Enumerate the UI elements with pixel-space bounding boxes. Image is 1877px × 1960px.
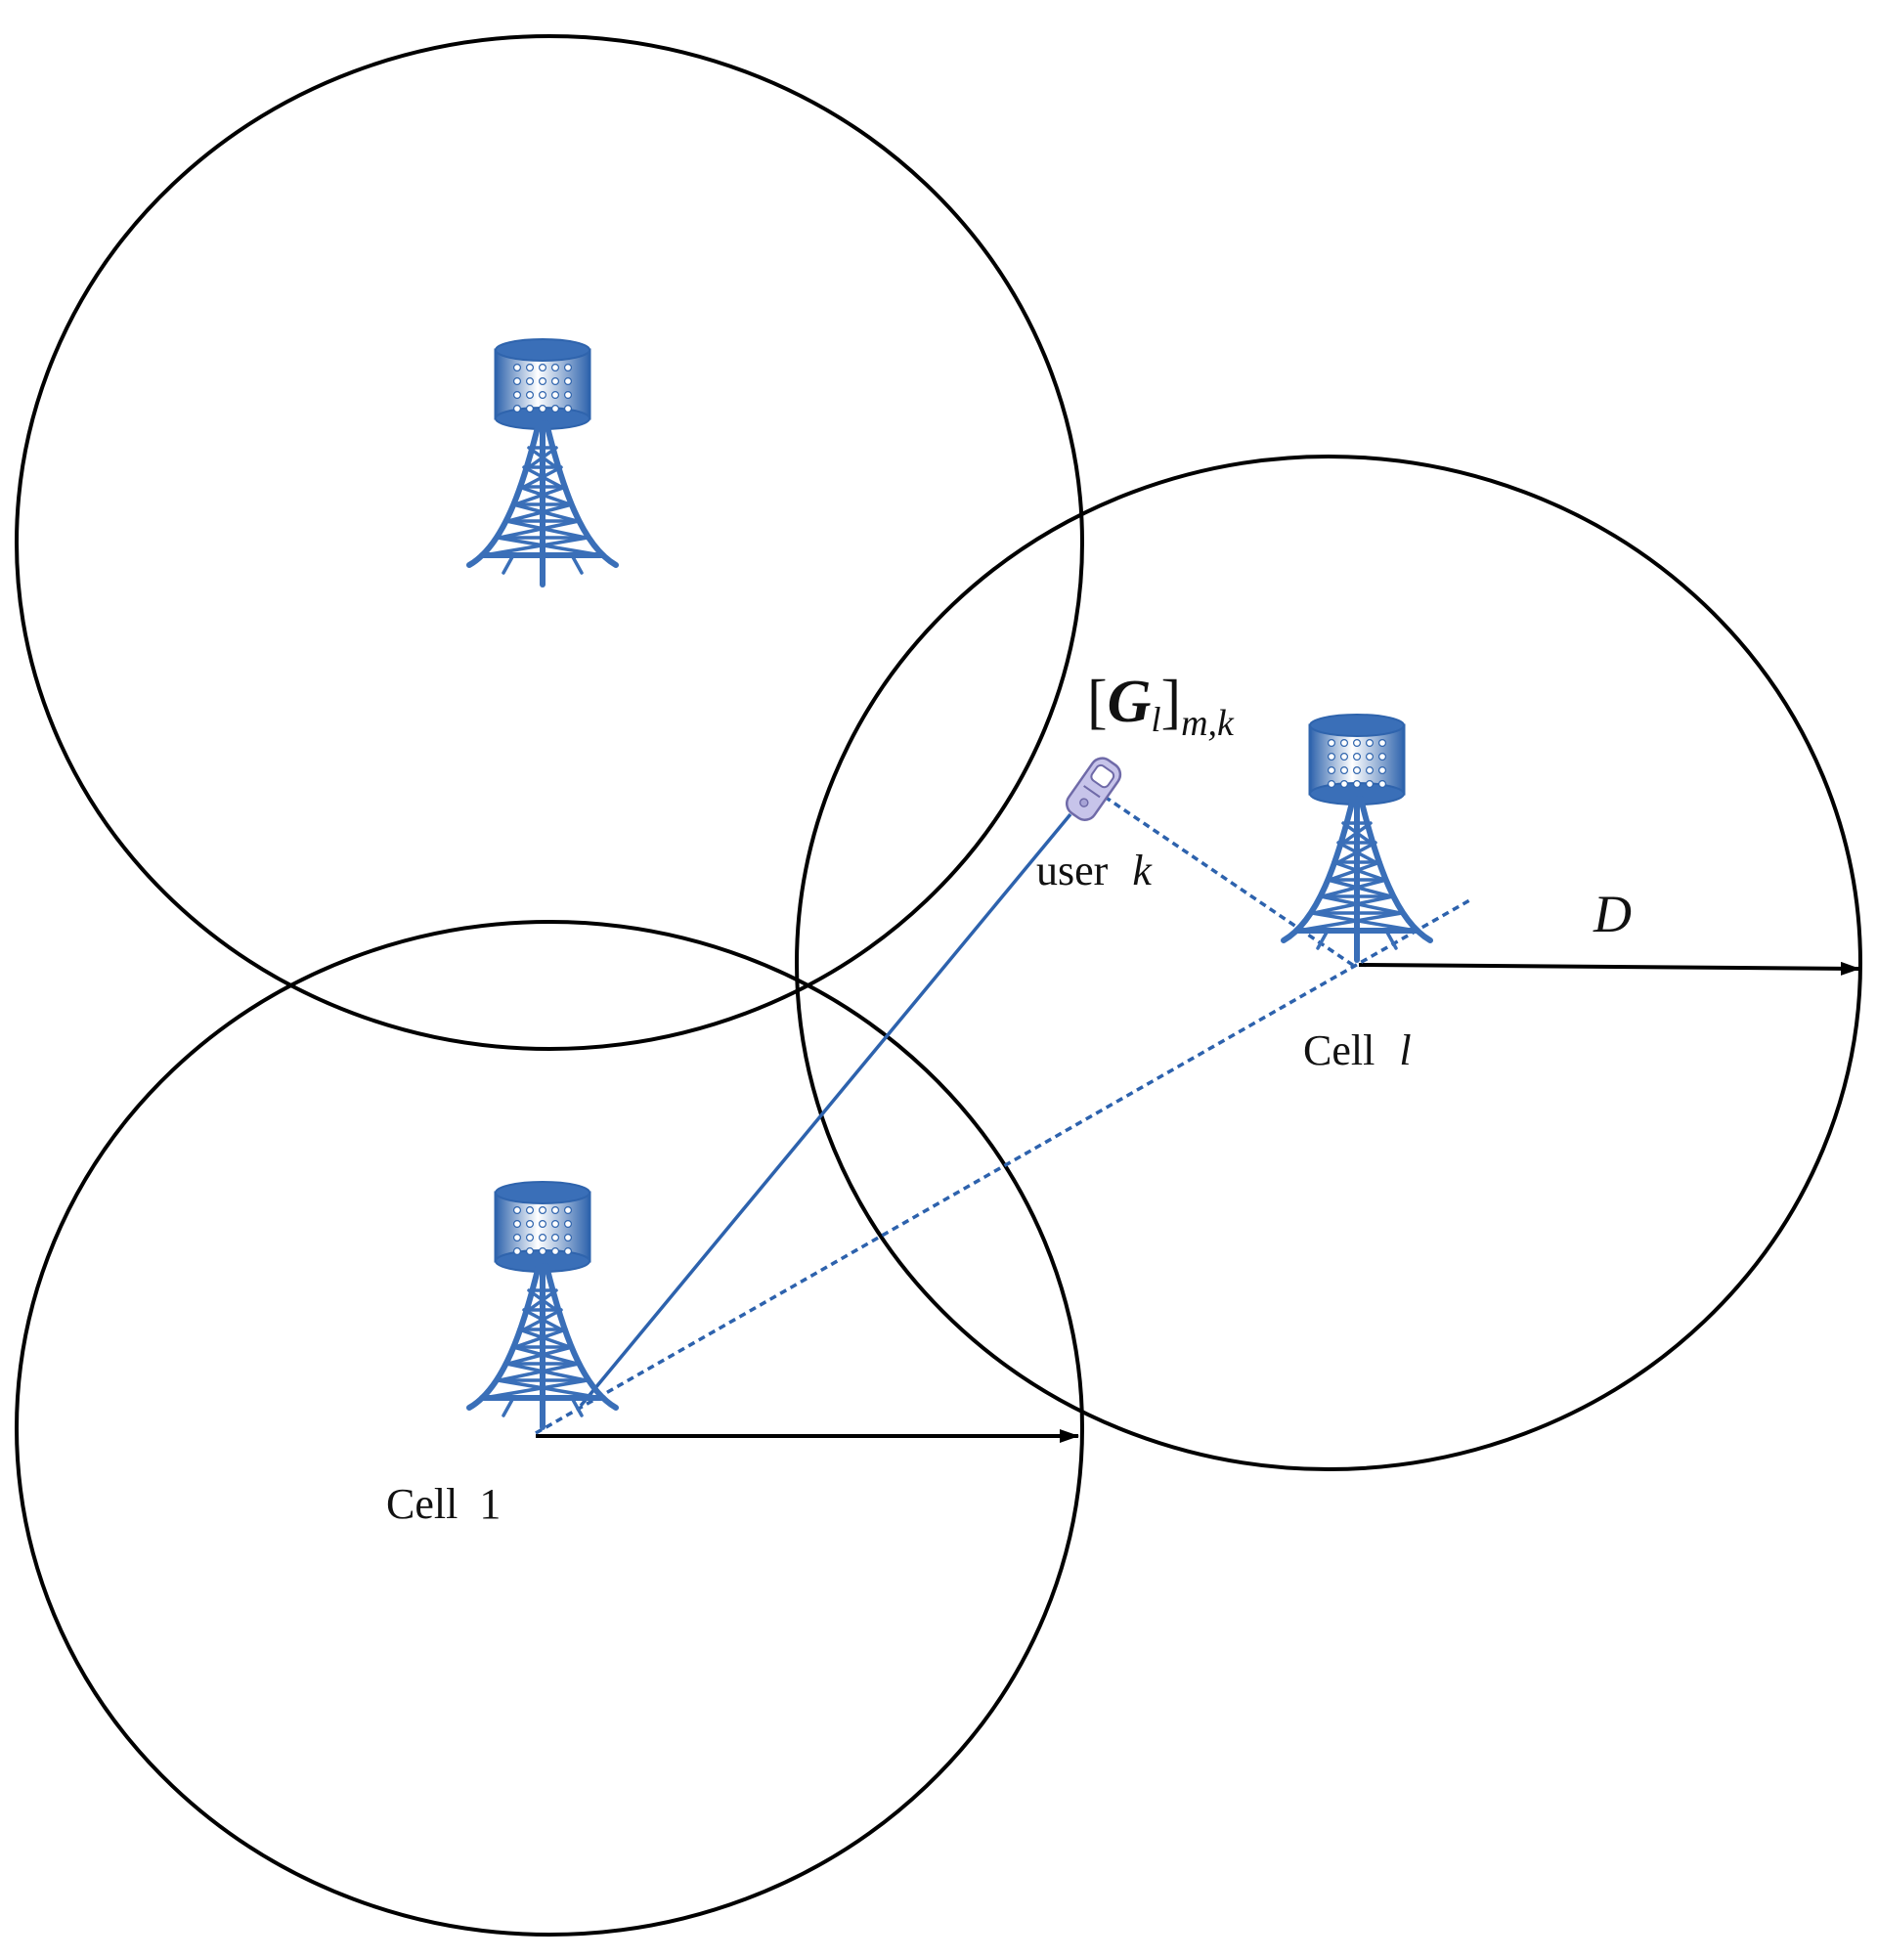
user-prefix: user [1036,847,1109,894]
channel-gain-link-line [1104,795,1355,968]
cell-circles [15,34,1862,1937]
interference-link-line [535,897,1472,1435]
desired-link-line [579,812,1072,1408]
user-label: user k [1036,847,1153,894]
left-bracket: [ [1087,669,1108,735]
base-station-tower-icon-cell-1 [469,1182,616,1427]
cell-1-label: Cell 1 [386,1480,501,1528]
cell-l-var: l [1399,1026,1411,1074]
cell-l-label: Cell l [1303,1026,1412,1074]
channel-symbol: G [1108,669,1152,735]
base-station-tower-icon-cell-l [1284,715,1430,960]
radius-label: D [1593,885,1632,943]
mobile-phone-icon [1066,757,1122,821]
right-bracket: ] [1160,669,1181,735]
user-var: k [1132,847,1153,894]
cell-top-circle [15,34,1084,1051]
channel-index: m,k [1181,703,1235,744]
cell-l-circle [795,455,1862,1471]
cell-l-radius-arrow [1358,961,1860,976]
channel-gain-label: [Gl]m,k [1087,669,1235,744]
base-station-tower-icon-top [469,339,616,585]
cell-l-prefix: Cell [1303,1026,1375,1074]
channel-symbol-sub: l [1151,700,1160,739]
cell-1-circle [15,920,1084,1937]
